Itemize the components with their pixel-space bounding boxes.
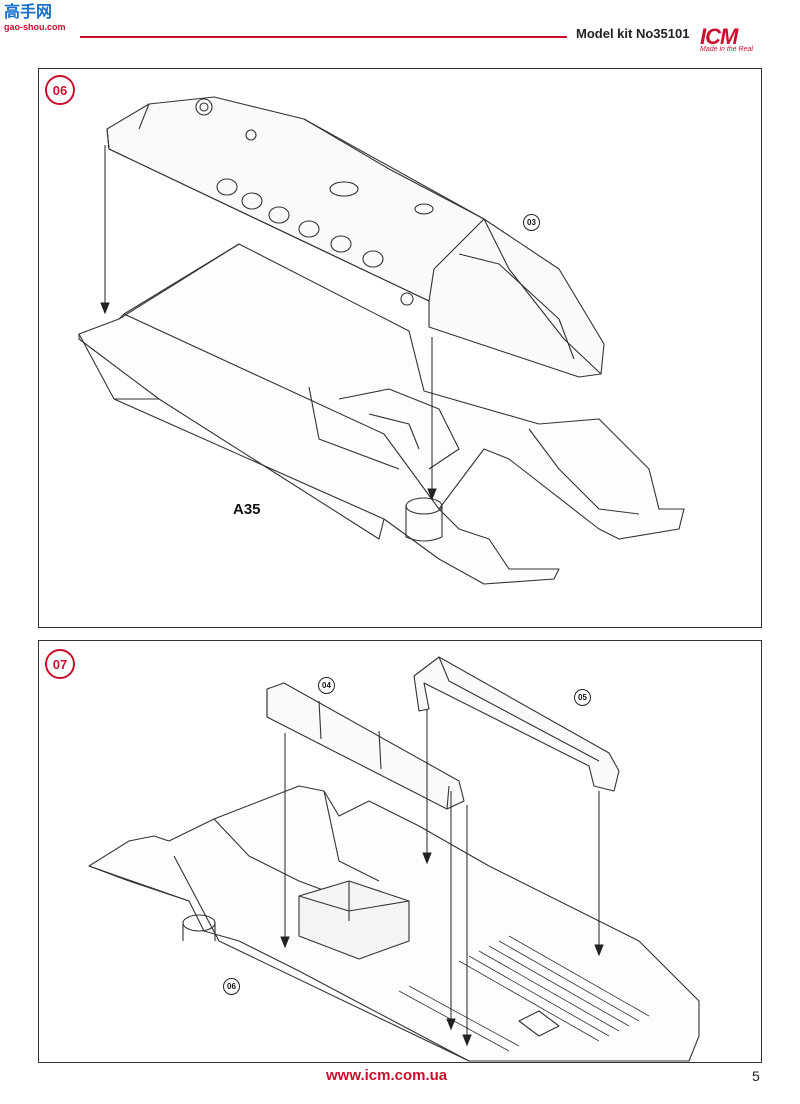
step-07-badge: 07 xyxy=(45,649,75,679)
part-label-a35: A35 xyxy=(233,501,261,518)
watermark-url: gao-shou.com xyxy=(4,22,66,32)
page-number: 5 xyxy=(752,1068,760,1084)
ref-badge-05: 05 xyxy=(574,689,591,706)
ref-badge-06: 06 xyxy=(223,978,240,995)
page-title: Model kit No35101 xyxy=(576,26,690,41)
icm-logo: ICM Made in the Real xyxy=(700,24,772,64)
step-07-illustration xyxy=(88,656,700,1062)
ref-badge-03: 03 xyxy=(523,214,540,231)
header-rule xyxy=(80,36,567,38)
watermark-logo: 高手网 gao-shou.com xyxy=(4,4,74,38)
watermark-text: 高手网 xyxy=(4,4,53,21)
step-07-panel: 07 xyxy=(38,640,762,1063)
logo-tagline: Made in the Real xyxy=(700,46,753,53)
footer-website-link[interactable]: www.icm.com.ua xyxy=(326,1067,448,1084)
step-06-illustration xyxy=(78,96,685,585)
ref-badge-04: 04 xyxy=(318,677,335,694)
logo-text: ICM xyxy=(700,24,738,49)
step-06-panel: 06 xyxy=(38,68,762,628)
step-06-badge: 06 xyxy=(45,75,75,105)
